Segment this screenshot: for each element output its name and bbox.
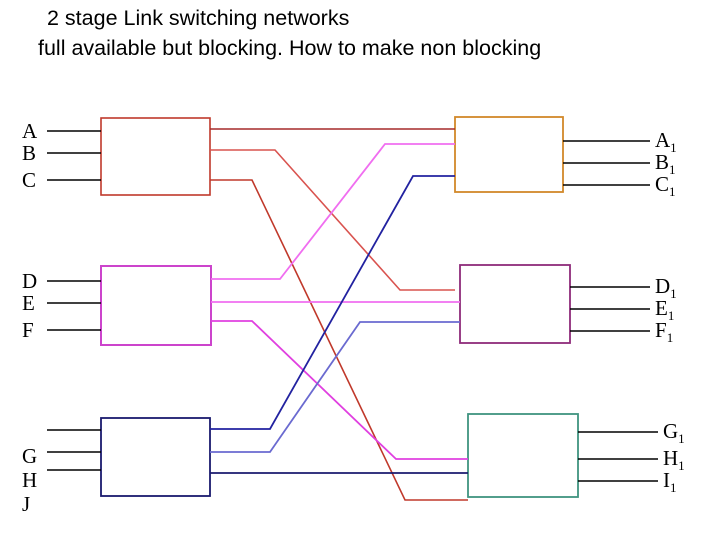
output-label-B1: B1 — [655, 152, 676, 180]
output-label-C1: C1 — [655, 174, 676, 202]
output-label-A1-sub: 1 — [670, 140, 677, 156]
input-label-E: E — [22, 291, 35, 315]
output-label-B1-sub: 1 — [669, 162, 676, 178]
input-label-F: F — [22, 318, 34, 342]
link-s1a-to-s2c — [210, 179, 468, 501]
output-label-E1: E1 — [655, 298, 674, 326]
output-label-A1: A1 — [655, 130, 677, 158]
output-label-C1-sub: 1 — [669, 184, 676, 200]
output-label-I1-text: I — [663, 468, 670, 492]
input-label-C: C — [22, 168, 37, 192]
output-label-B1-text: B — [655, 150, 670, 174]
link-s1c-to-s2a — [210, 175, 455, 430]
switch-2-bottom-box[interactable] — [467, 413, 579, 498]
output-label-C1-text: C — [655, 172, 670, 196]
output-label-H1-text: H — [663, 446, 679, 470]
output-label-G1-text: G — [663, 419, 679, 443]
input-label-B: B — [22, 141, 37, 165]
output-label-E1-text: E — [655, 296, 668, 320]
input-label-D: D — [22, 269, 38, 293]
output-label-I1: I1 — [663, 470, 677, 498]
output-label-H1-sub: 1 — [678, 458, 685, 474]
switch-1-middle-box[interactable] — [100, 265, 212, 346]
output-label-F1: F1 — [655, 320, 673, 348]
link-s1b-to-s2a — [211, 143, 455, 280]
output-label-E1-sub: 1 — [667, 308, 675, 324]
output-label-D1-sub: 1 — [670, 286, 677, 302]
output-label-F1-text: F — [655, 318, 667, 342]
input-label-H: H — [22, 468, 38, 492]
switch-1-top-box[interactable] — [100, 117, 211, 196]
switch-2-top-box[interactable] — [454, 116, 564, 193]
output-label-D1: D1 — [655, 276, 677, 304]
title-line-1: 2 stage Link switching networks — [47, 6, 350, 30]
output-label-D1-text: D — [655, 274, 671, 298]
output-label-G1: G1 — [663, 421, 685, 449]
input-label-G: G — [22, 444, 38, 468]
link-s1b-to-s2c — [211, 320, 468, 460]
switch-1-bottom-box[interactable] — [100, 417, 211, 497]
input-label-J: J — [22, 492, 31, 516]
output-label-I1-sub: 1 — [670, 480, 677, 496]
link-s1a-to-s2b — [210, 149, 455, 291]
switch-2-middle-box[interactable] — [459, 264, 571, 344]
title-line-2: full available but blocking. How to make… — [38, 36, 542, 60]
output-label-F1-sub: 1 — [666, 330, 674, 346]
input-label-A: A — [22, 119, 38, 143]
output-label-G1-sub: 1 — [678, 431, 685, 447]
output-label-H1: H1 — [663, 448, 685, 476]
link-s1c-to-s2b — [210, 321, 460, 453]
output-label-A1-text: A — [655, 128, 671, 152]
